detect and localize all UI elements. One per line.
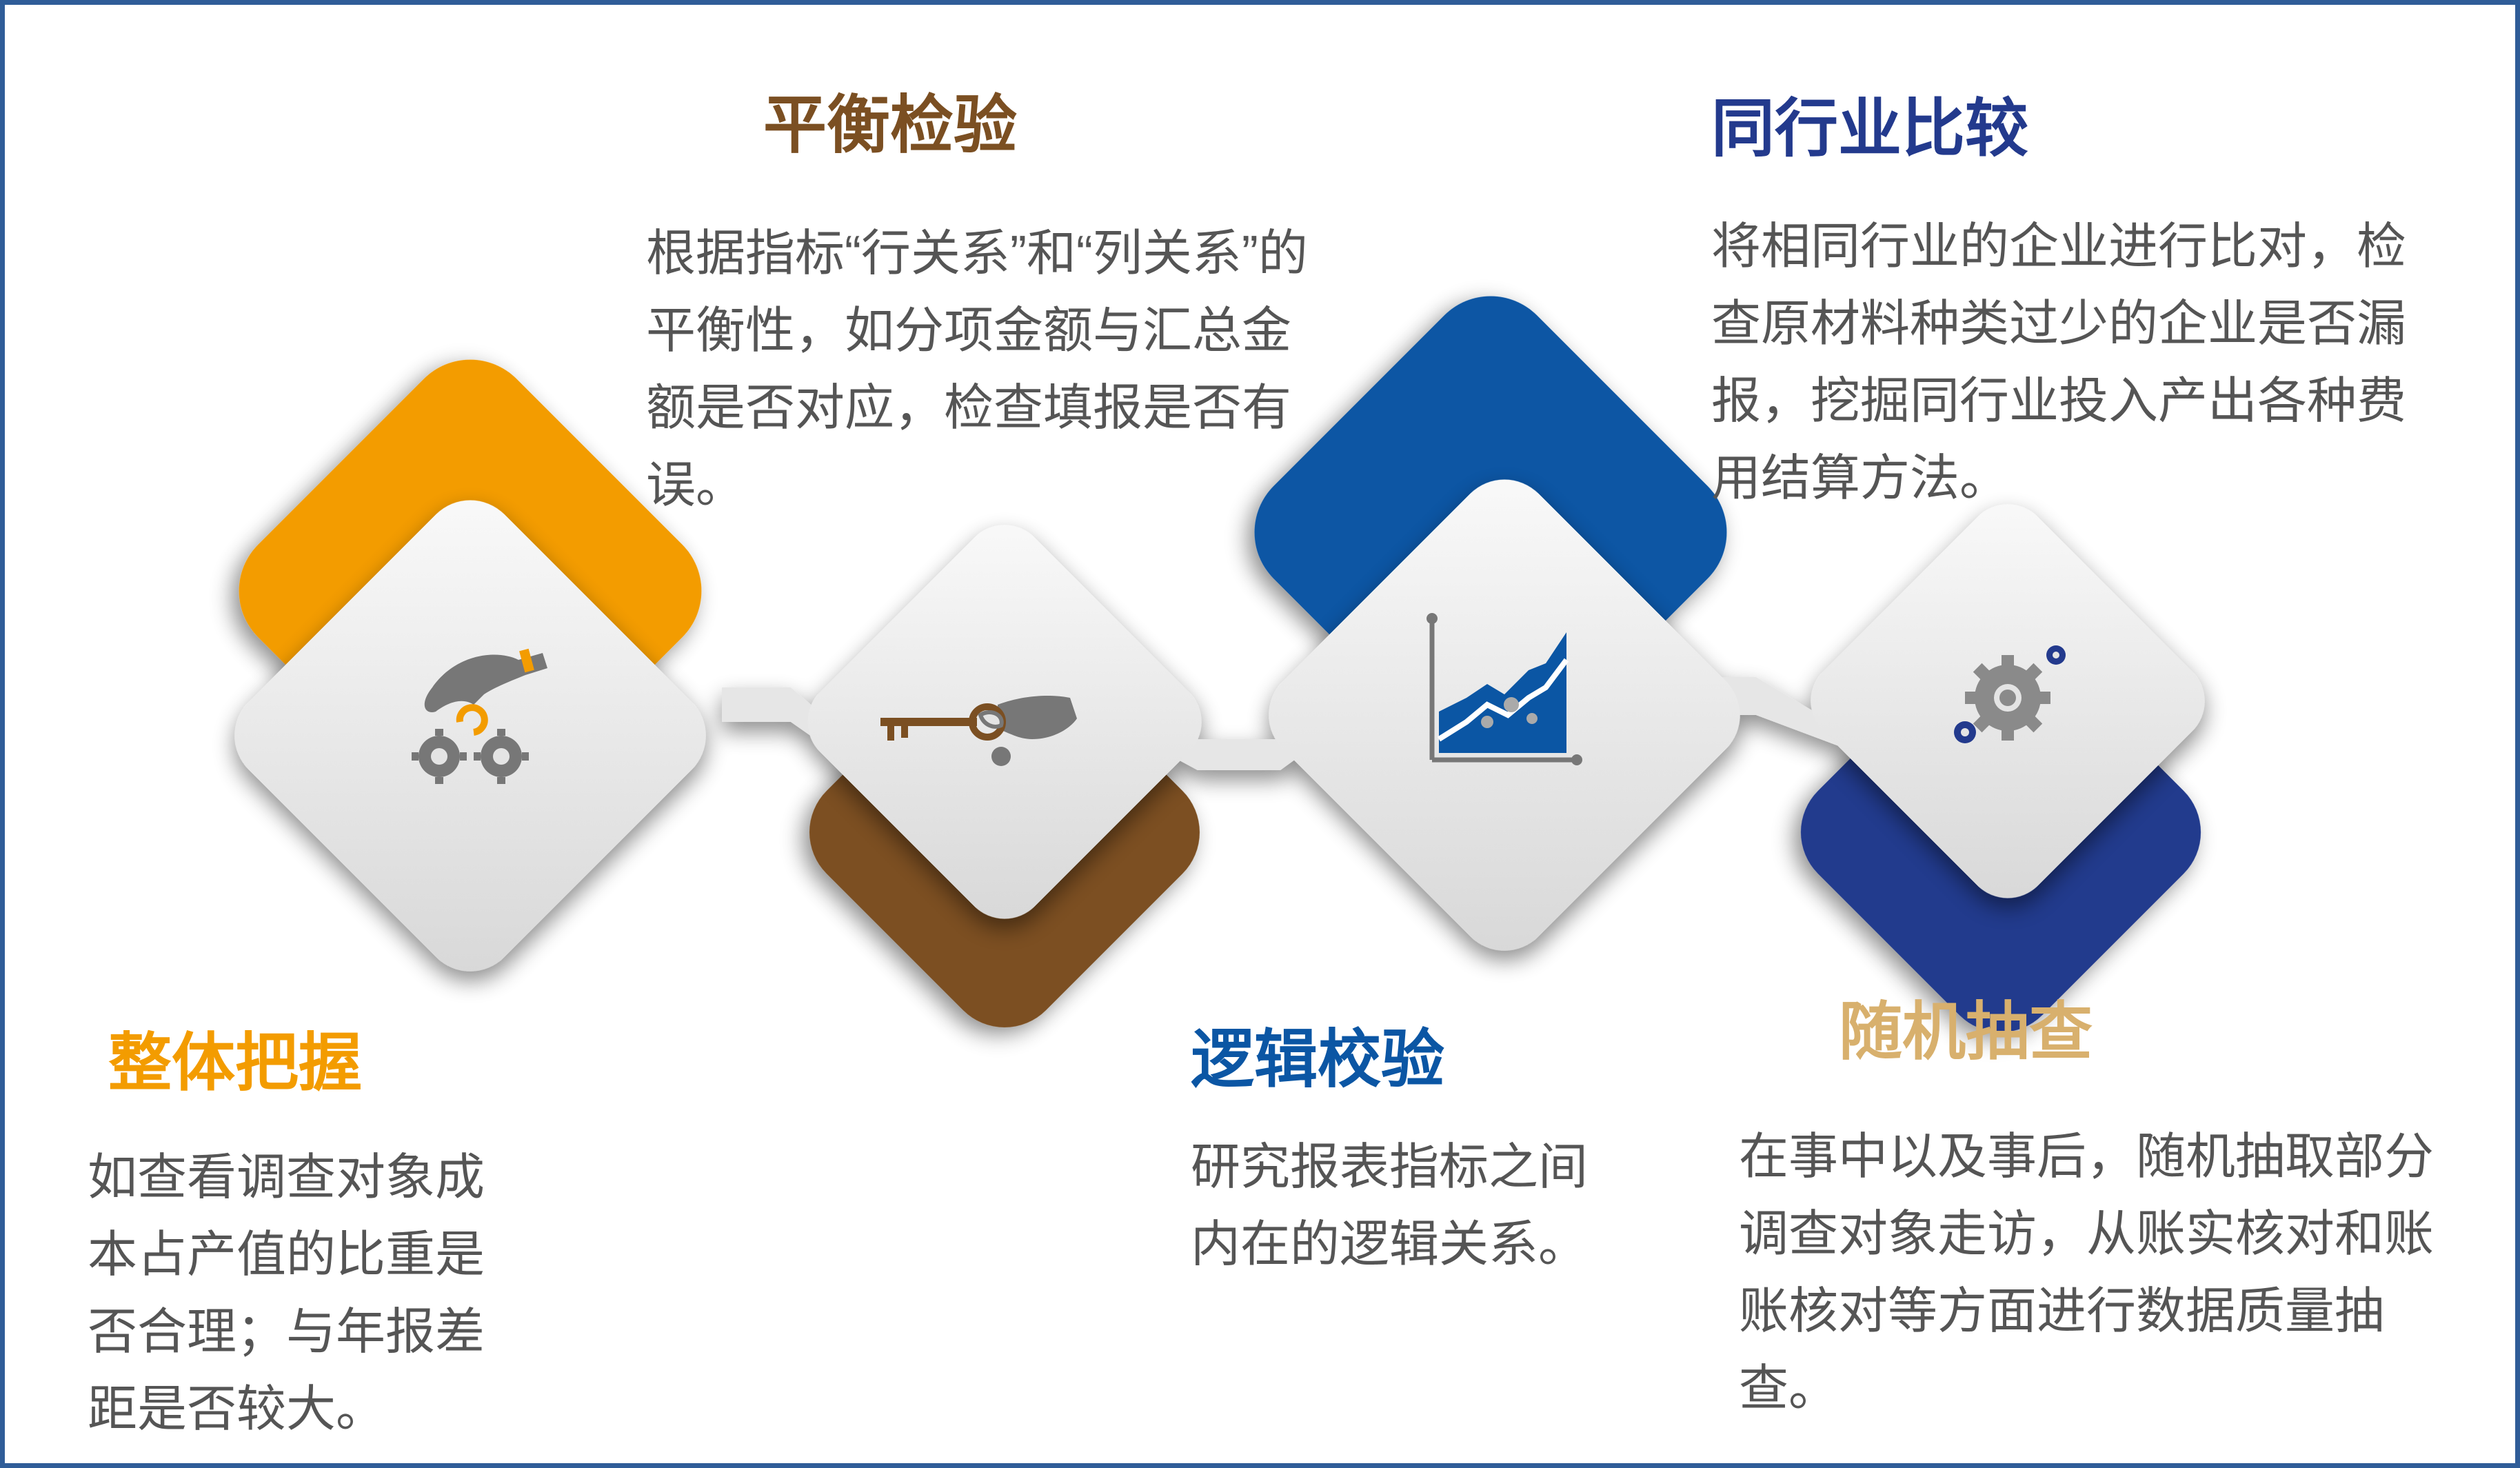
step-1-description: 如查看调查对象成本占产值的比重是否合理；与年报差距是否较大。 bbox=[88, 1150, 485, 1437]
tile-1 bbox=[234, 500, 706, 972]
chart-trend-icon bbox=[1427, 613, 1582, 765]
step-3-description: 研究报表指标之间内在的逻辑关系。 bbox=[1191, 1140, 1589, 1272]
diamond-chain bbox=[234, 296, 2205, 1033]
gears-icon bbox=[1954, 645, 2066, 743]
hand-key-icon bbox=[880, 696, 1077, 766]
step-4-title: 同行业比较 bbox=[1711, 94, 2029, 164]
step-2-title: 平衡检验 bbox=[763, 90, 1018, 161]
step-4-description: 将相同行业的企业进行比对，检查原材料种类过少的企业是否漏报，挖掘同行业投入产出各… bbox=[1711, 219, 2407, 506]
hand-gears-icon bbox=[412, 648, 547, 784]
step-5-description: 在事中以及事后，随机抽取部分调查对象走访，从账实核对和账账核对等方面进行数据质量… bbox=[1739, 1129, 2435, 1416]
step-3-title: 逻辑校验 bbox=[1191, 1025, 1445, 1095]
step-1-title: 整体把握 bbox=[108, 1028, 363, 1098]
step-2-description: 根据指标“行关系”和“列关系”的平衡性，如分项金额与汇总金额是否对应，检查填报是… bbox=[646, 226, 1308, 513]
step-5-title: 随机抽查 bbox=[1839, 997, 2093, 1067]
